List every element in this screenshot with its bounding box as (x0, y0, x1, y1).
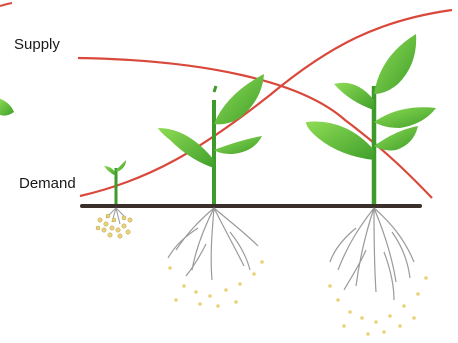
ground-line (80, 204, 422, 208)
mature-plant-icon (306, 34, 436, 336)
demand-curve (80, 10, 452, 196)
curve-fragment (0, 3, 12, 6)
young-plant-roots (168, 208, 258, 280)
partial-leaf-left (0, 98, 14, 116)
demand-label: Demand (19, 176, 76, 191)
mature-plant-nutrients (328, 276, 428, 336)
seedling-nutrients (96, 214, 132, 238)
seedling-icon (96, 160, 132, 238)
young-plant-icon (158, 74, 264, 308)
mature-plant-roots (330, 208, 414, 300)
supply-label: Supply (14, 37, 60, 52)
